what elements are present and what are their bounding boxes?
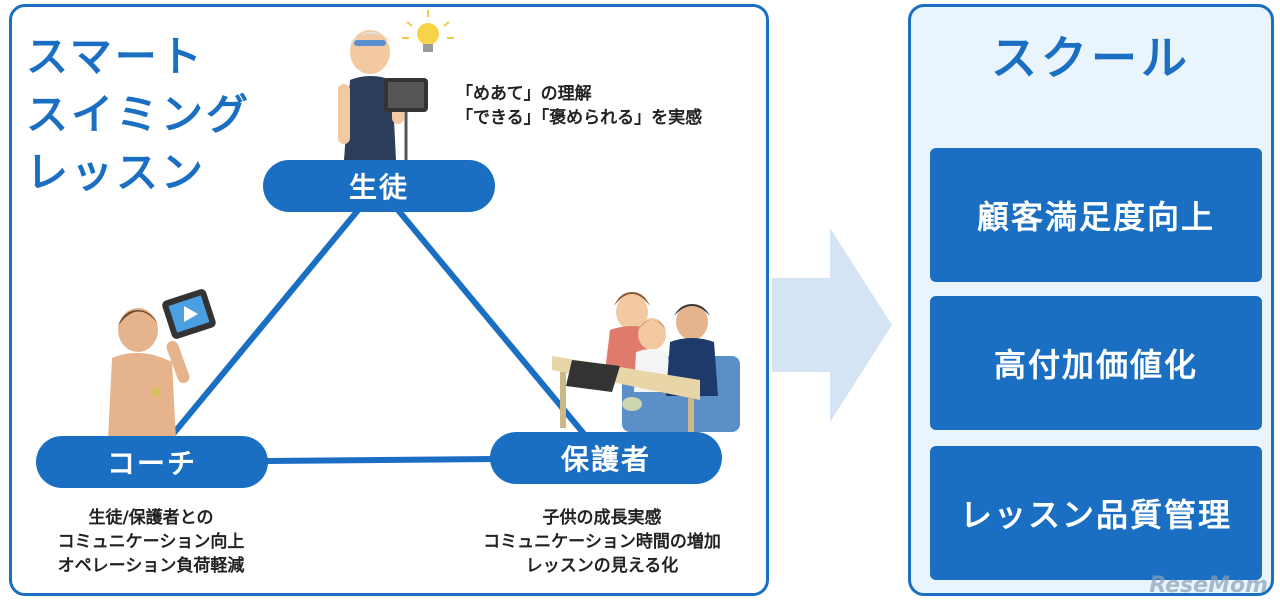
guardian-caption-line-2: コミュニケーション時間の増加 — [483, 532, 721, 552]
line-student-guardian — [375, 184, 607, 460]
title-line-3: レッスン — [26, 148, 207, 197]
school-title: スクール — [991, 31, 1191, 85]
school-item-value-add: 高付加価値化 — [930, 296, 1262, 430]
school-item-quality: レッスン品質管理 — [930, 446, 1262, 580]
coach-caption-line-1: 生徒/保護者との — [88, 508, 214, 528]
tablet-play-icon — [162, 289, 216, 339]
coach-caption-line-2: コミュニケーション向上 — [57, 532, 245, 552]
coach-caption-line-3: オペレーション負荷軽減 — [57, 556, 245, 576]
family-illustration — [552, 292, 740, 434]
title-line-1: スマート — [26, 32, 205, 81]
guardian-caption: 子供の成長実感 コミュニケーション時間の増加 レッスンの見える化 — [452, 506, 752, 578]
student-caption-line-1: 「めあて」の理解 — [456, 84, 592, 104]
arrow-right-icon — [772, 228, 892, 422]
watermark-logo: ReseMom — [1149, 573, 1268, 598]
node-student: 生徒 — [263, 160, 495, 212]
coach-illustration — [108, 289, 216, 440]
guardian-caption-line-1: 子供の成長実感 — [542, 508, 662, 528]
line-student-coach — [147, 184, 381, 464]
lesson-title: スマート スイミング レッスン — [26, 28, 251, 202]
coach-caption: 生徒/保護者との コミュニケーション向上 オペレーション負荷軽減 — [30, 506, 272, 578]
student-illustration — [338, 30, 428, 160]
student-caption: 「めあて」の理解 「できる」「褒められる」を実感 — [456, 82, 702, 130]
node-guardian: 保護者 — [490, 432, 722, 484]
guardian-caption-line-3: レッスンの見える化 — [525, 556, 679, 576]
node-coach: コーチ — [36, 436, 268, 488]
student-caption-line-2: 「できる」「褒められる」を実感 — [456, 108, 703, 128]
school-item-satisfaction: 顧客満足度向上 — [930, 148, 1262, 282]
lightbulb-icon — [402, 10, 454, 52]
title-line-2: スイミング — [26, 90, 252, 139]
